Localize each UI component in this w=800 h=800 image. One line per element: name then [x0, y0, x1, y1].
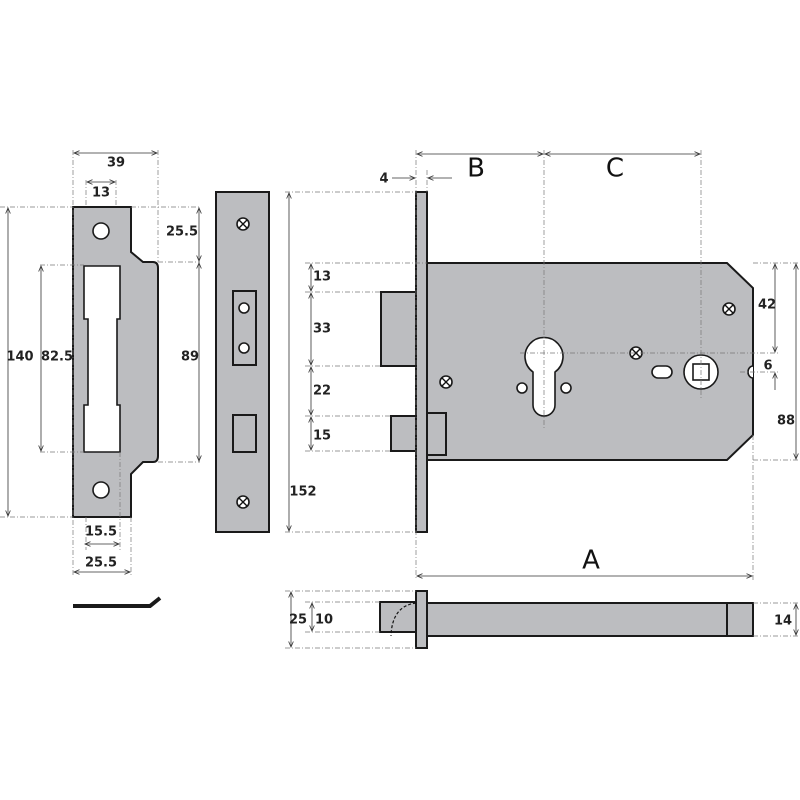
- dim-top-to-cylinder: 42: [758, 298, 776, 313]
- strike-side-view: [73, 596, 162, 608]
- dim-case-width: 14: [774, 614, 792, 629]
- dim-backset: B: [467, 154, 485, 184]
- screw-icon: [236, 217, 250, 231]
- faceplate: [415, 191, 428, 533]
- dim-faceplate-thickness: 4: [379, 172, 388, 187]
- dim-bolt-width: 10: [315, 613, 333, 628]
- screw-icon: [236, 495, 250, 509]
- dimension-arrows: [8, 153, 796, 647]
- dim-centres: C: [606, 154, 624, 184]
- dim-slot-height: 82.5: [41, 350, 73, 365]
- dim-top-offset: 25.5: [166, 225, 198, 240]
- lock-case: [380, 191, 754, 533]
- dim-hole-offset: 13: [92, 186, 110, 201]
- dim-faceplate-width: 25: [289, 613, 307, 628]
- dim-case-height: 88: [777, 414, 795, 429]
- lock-side-view: [379, 590, 754, 649]
- dim-strike-height: 140: [6, 350, 33, 365]
- screw-hole: [92, 481, 110, 499]
- dim-lip-height: 89: [181, 350, 199, 365]
- screw-hole: [92, 222, 110, 240]
- dim-bolt-height: 15: [313, 429, 331, 444]
- strike-plate: [72, 206, 159, 518]
- latch-bolt: [380, 291, 418, 367]
- dim-bottom-width: 25.5: [85, 556, 117, 571]
- euro-cylinder-cutout: [524, 336, 564, 417]
- extension-lines: [0, 150, 800, 649]
- dim-latch-height: 33: [313, 322, 331, 337]
- dim-latch-top: 13: [313, 270, 331, 285]
- dim-strike-width: 39: [107, 156, 125, 171]
- dim-case-depth: A: [582, 546, 600, 576]
- dim-gap: 22: [313, 384, 331, 399]
- dim-spindle-offset: 6: [763, 359, 772, 374]
- dim-faceplate-height: 152: [289, 485, 316, 500]
- dim-slot-width: 15.5: [85, 525, 117, 540]
- forend-plate: [215, 191, 270, 533]
- screw-icon: [439, 375, 453, 389]
- screw-icon: [722, 302, 736, 316]
